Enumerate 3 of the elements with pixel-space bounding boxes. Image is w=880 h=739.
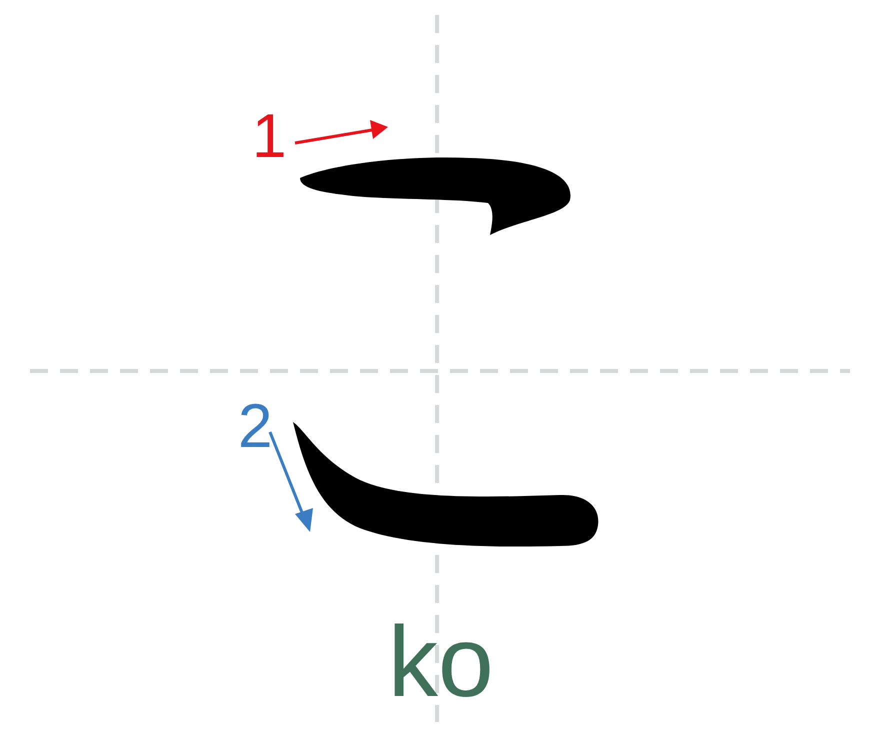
romanization-text: ko (388, 612, 494, 712)
stroke-number: 1 (252, 106, 286, 168)
stroke-number: 2 (238, 396, 272, 458)
